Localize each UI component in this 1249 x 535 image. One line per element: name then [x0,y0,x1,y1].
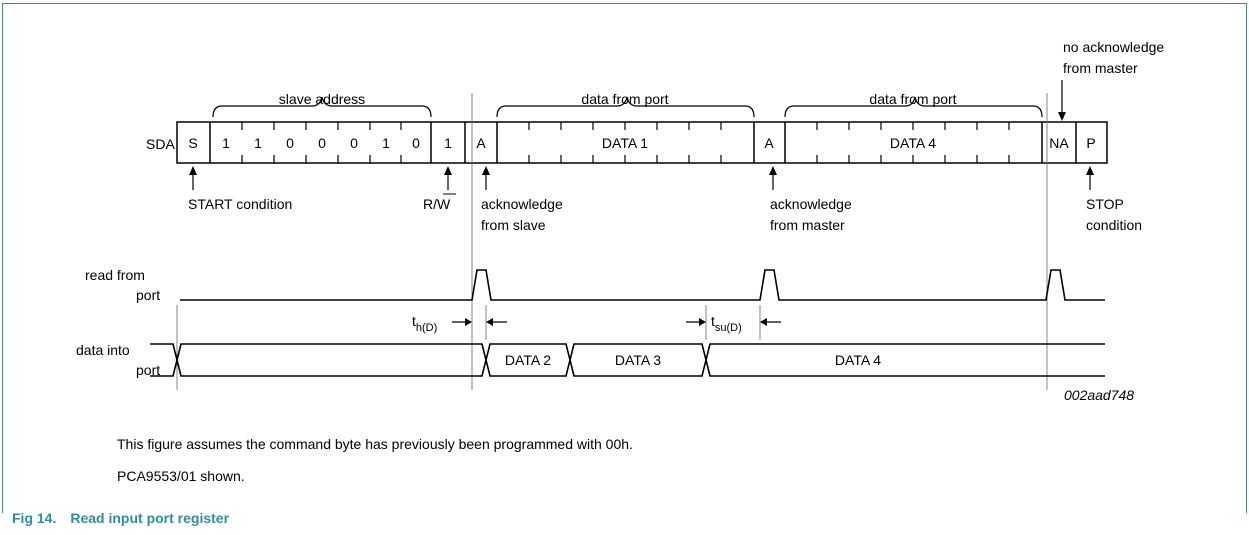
bus-segment: DATA 3 [615,352,661,368]
sda-pointers [192,170,1091,190]
ack-master-label-line1: acknowledge [770,196,852,212]
sda-bit-ticks [241,122,1010,163]
address-bit: 0 [318,135,326,151]
data-from-port-label-1: data from port [581,91,668,107]
address-bit: 0 [350,135,358,151]
data-from-port-label-2: data from port [869,91,956,107]
no-ack-label-line2: from master [1063,60,1138,76]
bus-segment: DATA 2 [505,352,551,368]
slave-address-label: slave address [279,91,365,107]
ack-bit-2: A [764,135,774,151]
stop-label-line2: condition [1086,217,1142,233]
address-bit: 0 [286,135,294,151]
reference-lines [176,93,1048,390]
th-label: th(D) [412,313,437,334]
figure-code: 002aad748 [1064,387,1134,403]
nack-bit: NA [1049,135,1069,151]
stop-label-line1: STOP [1086,196,1124,212]
bus-segment: DATA 4 [835,352,881,368]
figure-title: Read input port register [70,510,230,526]
sda-frame [176,121,1108,164]
start-bit: S [188,135,197,151]
tsu-main: t [711,313,715,329]
ack-master-label-line2: from master [770,217,845,233]
th-main: t [412,313,416,329]
data-into-port-bus [150,343,1105,377]
figure-frame [2,3,1247,513]
address-bit: 0 [412,135,420,151]
th-arrowhead-left [465,318,472,326]
tsu-arrowhead-left [699,318,706,326]
sda-label: SDA [146,136,175,152]
data1-byte: DATA 1 [602,135,648,151]
sda-arrowheads [189,166,1094,175]
ack-slave-label-line1: acknowledge [481,196,563,212]
tsu-subscript: su(D) [715,322,742,334]
start-condition-label: START condition [188,196,292,212]
data4-byte: DATA 4 [890,135,936,151]
tsu-label: tsu(D) [711,313,742,334]
read-from-port-label-line1: read from [85,267,145,283]
tsu-arrowhead-right [760,318,767,326]
no-ack-label-line1: no acknowledge [1063,39,1164,55]
address-bit: 1 [382,135,390,151]
ack-bit-1: A [476,135,486,151]
rw-bit: 1 [444,135,452,151]
th-subscript: h(D) [416,322,437,334]
figure-number: Fig 14. [12,510,57,526]
figure-note: This figure assumes the command byte has… [117,436,633,452]
figure-note: PCA9553/01 shown. [117,468,245,484]
read-from-port-label-line2: port [136,287,160,303]
slave-address-brace [212,96,432,118]
no-ack-arrowhead [1058,112,1066,121]
address-bit: 1 [254,135,262,151]
ack-slave-label-line2: from slave [481,217,546,233]
figure-caption: Fig 14. Read input port register [12,510,243,526]
data-into-port-label-line1: data into [76,342,130,358]
data-into-port-label-line2: port [136,362,160,378]
address-bit: 1 [222,135,230,151]
th-arrowhead-right [486,318,493,326]
stop-bit: P [1086,135,1095,151]
rw-label: R/W [423,196,451,212]
data-from-port-brace-2 [784,96,1043,118]
read-from-port-waveform [180,269,1105,301]
data-from-port-brace-1 [496,96,755,118]
